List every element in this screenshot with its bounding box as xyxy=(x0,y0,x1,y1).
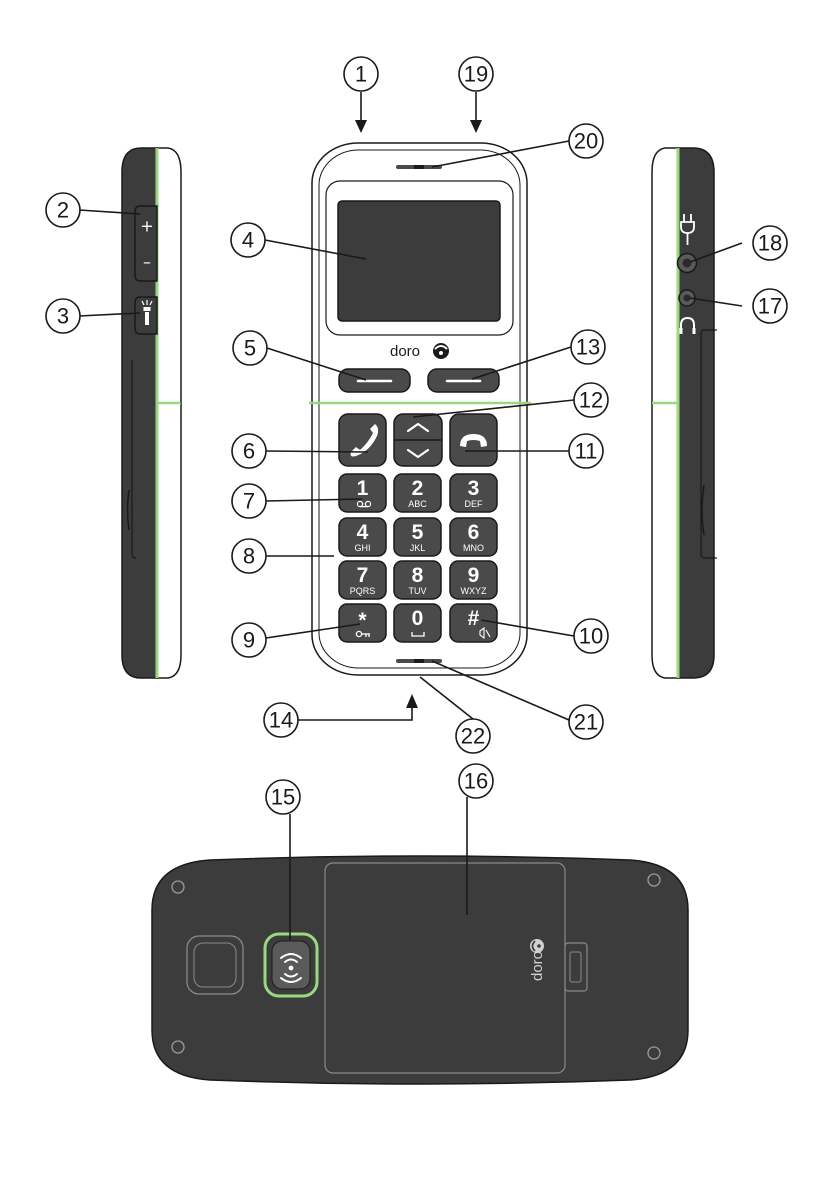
callout-15: 15 xyxy=(266,780,300,814)
svg-text:10: 10 xyxy=(579,624,603,649)
svg-text:2: 2 xyxy=(57,198,69,223)
svg-text:4: 4 xyxy=(242,228,254,253)
callout-3: 3 xyxy=(46,299,80,333)
svg-text:21: 21 xyxy=(574,710,598,735)
key-digit: # xyxy=(468,607,480,630)
callout-10: 10 xyxy=(574,619,608,653)
key-digit: 1 xyxy=(357,477,369,500)
key-digit: 4 xyxy=(357,521,369,544)
svg-text:18: 18 xyxy=(758,231,782,256)
svg-text:7: 7 xyxy=(243,489,255,514)
callout-22: 22 xyxy=(456,719,490,753)
svg-text:20: 20 xyxy=(574,129,598,154)
callout-4: 4 xyxy=(231,223,265,257)
svg-text:17: 17 xyxy=(758,294,782,319)
key-digit: 7 xyxy=(357,564,369,587)
callout-14: 14 xyxy=(264,703,298,737)
doro-logo-text: doro xyxy=(390,343,420,360)
key-digit: 5 xyxy=(412,521,424,544)
key-digit: 6 xyxy=(468,521,480,544)
callout-12: 12 xyxy=(574,383,608,417)
volume-minus-label: – xyxy=(143,253,151,272)
right-side-rim xyxy=(652,148,678,678)
callout-11: 11 xyxy=(569,434,603,468)
callout-2: 2 xyxy=(46,193,80,227)
svg-text:9: 9 xyxy=(243,628,255,653)
svg-text:16: 16 xyxy=(464,769,488,794)
callout-21: 21 xyxy=(569,705,603,739)
key-digit: 9 xyxy=(468,564,480,587)
callout-7: 7 xyxy=(232,484,266,518)
key-letters: TUV xyxy=(409,586,427,596)
callout-16: 16 xyxy=(459,764,493,798)
callout-5: 5 xyxy=(233,331,267,365)
key-letters: DEF xyxy=(465,499,484,509)
phone-back: doro xyxy=(152,856,688,1084)
key-letters: MNO xyxy=(463,543,484,553)
svg-text:11: 11 xyxy=(575,439,598,464)
svg-text:13: 13 xyxy=(576,335,600,360)
svg-text:14: 14 xyxy=(269,708,293,733)
right-side-view xyxy=(652,148,717,678)
left-side-rim xyxy=(157,148,181,678)
display-screen xyxy=(338,201,500,321)
callout-18: 18 xyxy=(753,226,787,260)
svg-text:5: 5 xyxy=(244,336,256,361)
left-side-view: + – xyxy=(122,148,181,678)
svg-text:3: 3 xyxy=(57,304,69,329)
volume-plus-label: + xyxy=(140,217,153,236)
back-logo-text: doro xyxy=(529,951,546,981)
key-letters: WXYZ xyxy=(461,586,488,596)
callout-19: 19 xyxy=(459,57,493,91)
key-letters: JKL xyxy=(410,543,426,553)
svg-text:15: 15 xyxy=(271,785,295,810)
svg-text:6: 6 xyxy=(243,439,255,464)
callout-1: 1 xyxy=(344,57,378,91)
key-digit: 8 xyxy=(412,564,424,587)
svg-text:12: 12 xyxy=(579,388,603,413)
back-doro-logo: doro xyxy=(529,939,546,981)
doro-logo: doro xyxy=(390,343,449,360)
key-digit: * xyxy=(358,609,367,632)
right-side-body xyxy=(678,148,714,678)
callout-6: 6 xyxy=(232,434,266,468)
callout-13: 13 xyxy=(571,330,605,364)
keypad-key-star[interactable]: * xyxy=(339,604,386,642)
callout-20: 20 xyxy=(569,124,603,158)
key-letters: ABC xyxy=(408,499,427,509)
callout-9: 9 xyxy=(232,623,266,657)
lanyard-clip xyxy=(565,943,587,991)
back-square-pad xyxy=(187,936,243,994)
call-key[interactable] xyxy=(339,414,386,466)
svg-text:1: 1 xyxy=(355,62,367,87)
svg-text:8: 8 xyxy=(243,544,255,569)
key-letters: PQRS xyxy=(350,586,376,596)
callout-8: 8 xyxy=(232,539,266,573)
key-digit: 3 xyxy=(468,477,480,500)
callout-17: 17 xyxy=(753,289,787,323)
key-digit: 0 xyxy=(412,607,424,630)
svg-text:19: 19 xyxy=(464,62,488,87)
key-digit: 2 xyxy=(412,477,424,500)
svg-text:22: 22 xyxy=(461,724,485,749)
key-letters: GHI xyxy=(354,543,370,553)
